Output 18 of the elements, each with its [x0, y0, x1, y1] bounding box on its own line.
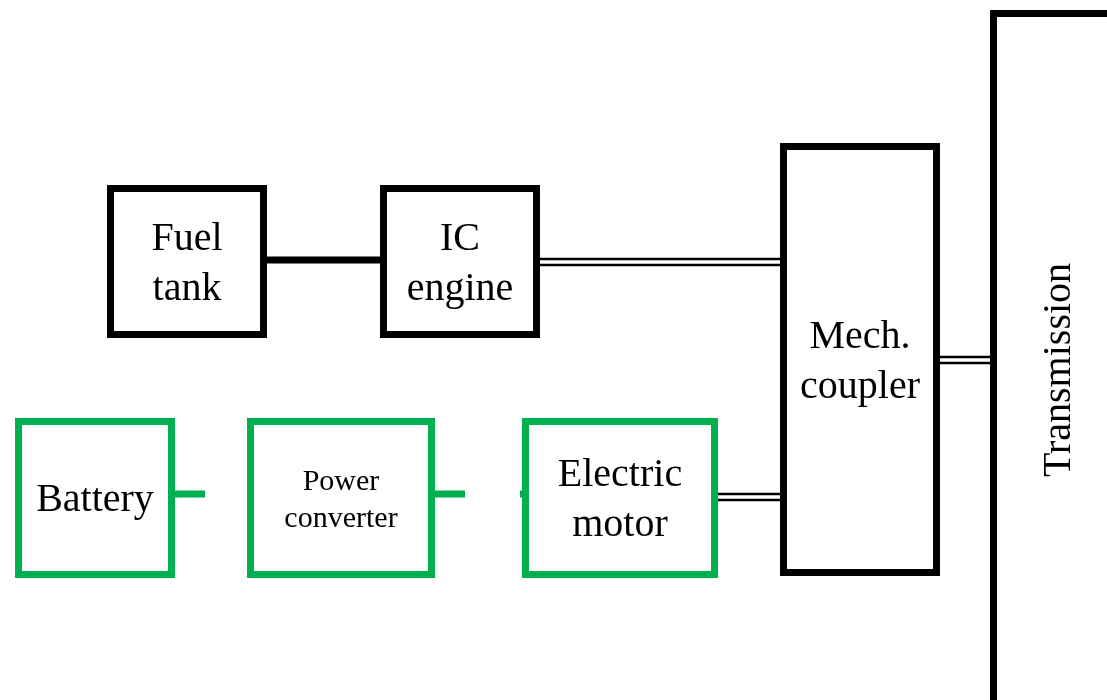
block-label: Battery: [35, 474, 155, 522]
block-label: Mech. coupler: [799, 310, 921, 409]
block-label: Transmission: [1033, 262, 1080, 478]
block-box: [522, 418, 718, 578]
block-box: [107, 185, 267, 338]
block-box: [780, 143, 940, 576]
block-label: Electric motor: [556, 449, 684, 547]
connector-line: [938, 355, 992, 365]
block-label: Fuel tank: [150, 212, 224, 311]
block-label: Power converter: [283, 461, 399, 535]
connector-line: [716, 492, 782, 502]
block-box: [15, 418, 175, 578]
block-label: IC engine: [405, 212, 515, 311]
connector-line: [538, 257, 782, 267]
block-box: [247, 418, 435, 578]
block-box: [990, 10, 1107, 700]
block-box: [380, 185, 540, 338]
connector-line: [267, 256, 380, 264]
